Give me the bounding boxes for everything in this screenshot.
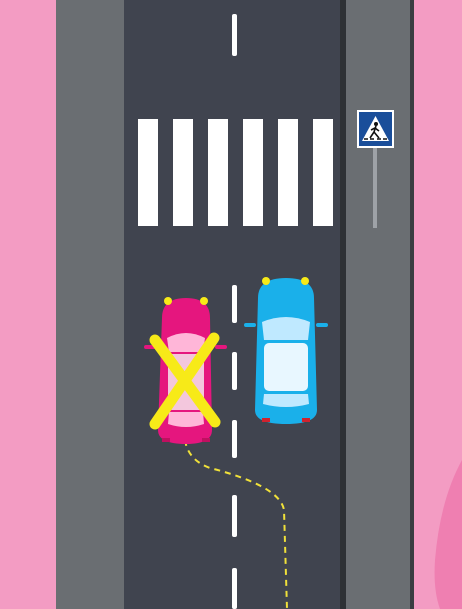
sidewalk-right bbox=[346, 0, 412, 609]
car-mirror bbox=[316, 323, 328, 327]
crosswalk-stripe bbox=[208, 119, 228, 226]
curb-right bbox=[340, 0, 346, 609]
crosswalk-stripe bbox=[243, 119, 263, 226]
car-taillight bbox=[162, 438, 170, 442]
sidewalk-left bbox=[56, 0, 124, 609]
center-dash bbox=[232, 420, 237, 458]
car-taillight bbox=[262, 418, 270, 422]
car-headlight bbox=[301, 277, 309, 285]
car-rear-window bbox=[263, 394, 309, 407]
sign-pole bbox=[373, 146, 377, 228]
crosswalk-stripe bbox=[173, 119, 193, 226]
grass-left bbox=[0, 0, 56, 609]
center-dash bbox=[232, 495, 237, 537]
center-dash bbox=[232, 285, 237, 323]
center-dash bbox=[232, 568, 237, 609]
center-dash bbox=[232, 14, 237, 56]
car-taillight bbox=[202, 438, 210, 442]
crosswalk-stripe bbox=[138, 119, 158, 226]
car-mirror bbox=[244, 323, 256, 327]
car-headlight bbox=[262, 277, 270, 285]
car-windshield bbox=[167, 333, 205, 352]
crosswalk-stripe bbox=[278, 119, 298, 226]
center-dash bbox=[232, 352, 237, 390]
car-headlight bbox=[164, 297, 172, 305]
car-headlight bbox=[200, 297, 208, 305]
car-rear-window bbox=[168, 412, 204, 427]
car-roof bbox=[264, 343, 308, 391]
sign-person-head bbox=[374, 122, 378, 126]
car-taillight bbox=[302, 418, 310, 422]
car-mirror bbox=[215, 345, 227, 349]
sidewalk-right-edge bbox=[410, 0, 414, 609]
car-windshield bbox=[262, 317, 310, 340]
crosswalk-stripe bbox=[313, 119, 333, 226]
